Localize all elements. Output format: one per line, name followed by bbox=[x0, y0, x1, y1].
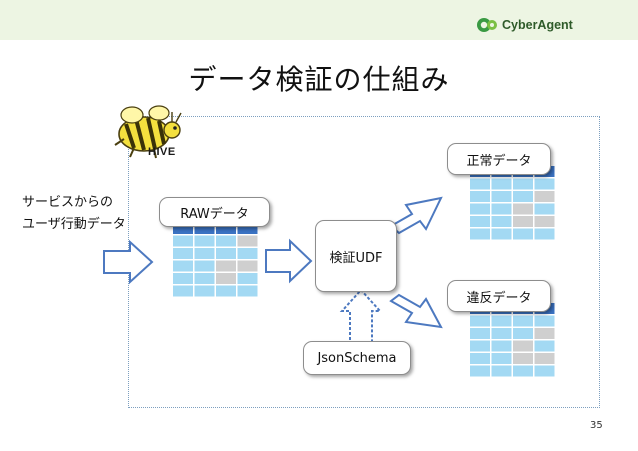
table-cell bbox=[237, 285, 258, 297]
table-cell bbox=[491, 191, 512, 202]
slide-title: データ検証の仕組み bbox=[188, 63, 450, 96]
json-schema-node: JsonSchema bbox=[303, 341, 411, 375]
table-cell bbox=[237, 273, 258, 284]
hive-bee-icon bbox=[114, 105, 182, 159]
table-cell bbox=[216, 273, 236, 284]
valid-data-node: 正常データ bbox=[447, 143, 551, 175]
table-cell bbox=[173, 273, 193, 284]
table-cell bbox=[513, 353, 533, 364]
table-cell bbox=[534, 191, 555, 202]
table-cell bbox=[513, 203, 533, 215]
table-cell bbox=[216, 260, 236, 272]
schema-to-udf-arrow bbox=[339, 288, 383, 346]
raw-data-node: RAWデータ bbox=[159, 197, 270, 227]
cyberagent-logo-icon bbox=[477, 18, 497, 32]
table-cell bbox=[513, 191, 533, 202]
table-cell bbox=[173, 285, 193, 297]
table-cell bbox=[237, 260, 258, 272]
table-cell bbox=[534, 340, 555, 352]
table-cell bbox=[470, 178, 490, 190]
input-arrow bbox=[103, 239, 154, 285]
raw-to-udf-arrow bbox=[265, 238, 313, 284]
table-cell bbox=[534, 365, 555, 377]
table-cell bbox=[194, 273, 215, 284]
table-cell bbox=[237, 248, 258, 259]
table-cell bbox=[470, 340, 490, 352]
table-cell bbox=[216, 248, 236, 259]
table-cell bbox=[173, 235, 193, 247]
table-cell bbox=[513, 178, 533, 190]
table-cell bbox=[470, 315, 490, 327]
table-cell bbox=[491, 178, 512, 190]
table-cell bbox=[534, 203, 555, 215]
source-label: サービスからの ユーザ行動データ bbox=[22, 195, 126, 232]
table-cell bbox=[534, 328, 555, 339]
hive-logo-text: HIVE bbox=[148, 146, 176, 158]
table-cell bbox=[470, 353, 490, 364]
table-cell bbox=[534, 315, 555, 327]
table-cell bbox=[194, 235, 215, 247]
table-cell bbox=[237, 235, 258, 247]
table-cell bbox=[513, 315, 533, 327]
table-cell bbox=[513, 216, 533, 227]
table-cell bbox=[491, 328, 512, 339]
table-cell bbox=[194, 260, 215, 272]
table-cell bbox=[470, 228, 490, 240]
table-cell bbox=[194, 223, 215, 234]
table-cell bbox=[491, 315, 512, 327]
table-cell bbox=[491, 216, 512, 227]
table-cell bbox=[237, 223, 258, 234]
table-cell bbox=[470, 328, 490, 339]
table-cell bbox=[216, 235, 236, 247]
page-number: 35 bbox=[590, 420, 603, 431]
table-cell bbox=[173, 260, 193, 272]
table-cell bbox=[194, 248, 215, 259]
table-cell bbox=[513, 365, 533, 377]
table-cell bbox=[534, 353, 555, 364]
table-cell bbox=[491, 203, 512, 215]
top-banner bbox=[0, 0, 638, 40]
invalid-data-node: 違反データ bbox=[447, 280, 551, 312]
table-cell bbox=[513, 328, 533, 339]
table-cell bbox=[491, 353, 512, 364]
table-cell bbox=[173, 248, 193, 259]
udf-to-valid-arrow bbox=[389, 196, 443, 235]
table-cell bbox=[470, 191, 490, 202]
table-cell bbox=[534, 228, 555, 240]
table-cell bbox=[534, 216, 555, 227]
udf-node: 検証UDF bbox=[315, 220, 397, 292]
table-cell bbox=[173, 223, 193, 234]
table-cell bbox=[194, 285, 215, 297]
table-cell bbox=[470, 365, 490, 377]
table-cell bbox=[470, 203, 490, 215]
udf-to-invalid-arrow bbox=[389, 293, 443, 329]
table-cell bbox=[216, 285, 236, 297]
table-cell bbox=[513, 340, 533, 352]
table-cell bbox=[491, 340, 512, 352]
raw-data-table bbox=[173, 223, 258, 297]
table-cell bbox=[491, 365, 512, 377]
table-cell bbox=[491, 228, 512, 240]
brand-logo: CyberAgent bbox=[476, 14, 573, 36]
table-cell bbox=[534, 178, 555, 190]
table-cell bbox=[513, 228, 533, 240]
brand-name: CyberAgent bbox=[502, 18, 573, 32]
table-cell bbox=[216, 223, 236, 234]
table-cell bbox=[470, 216, 490, 227]
